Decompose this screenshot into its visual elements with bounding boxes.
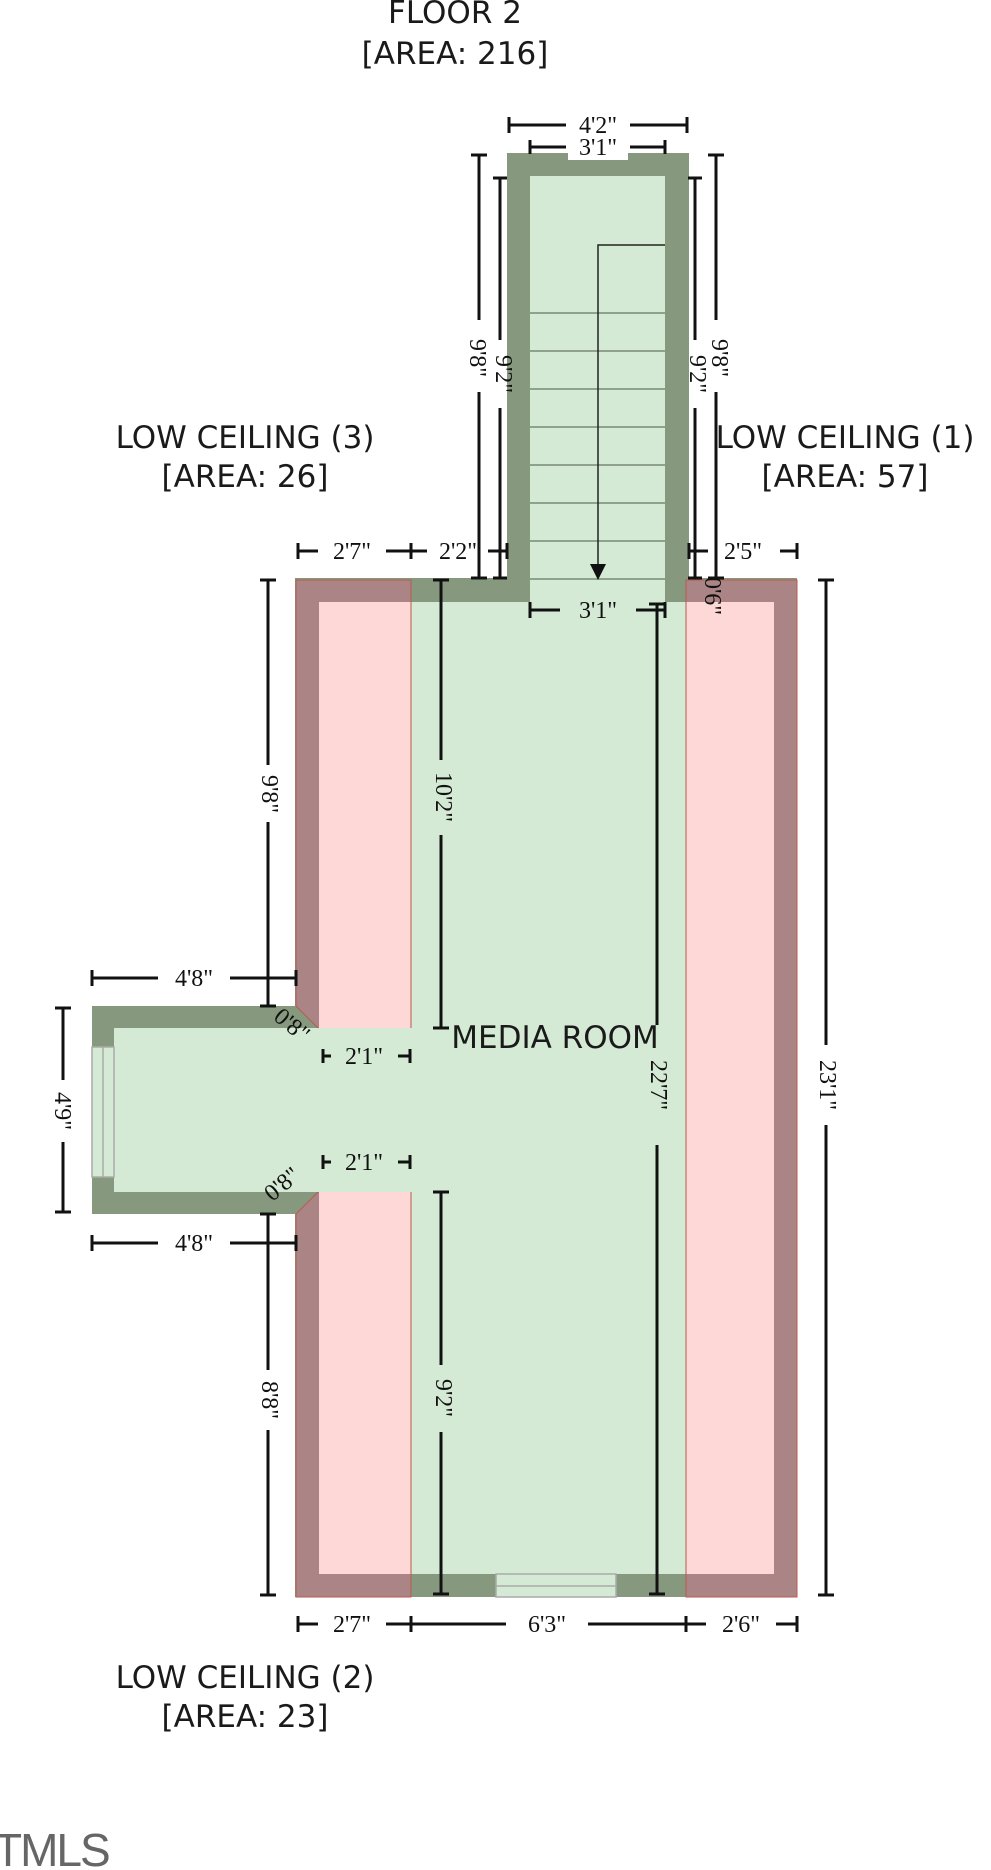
dim-bay-w-top: 4'8" — [90, 966, 298, 992]
media-room-interior — [411, 602, 686, 1574]
svg-text:9'8": 9'8" — [256, 775, 282, 813]
svg-text:6'3": 6'3" — [528, 1612, 566, 1638]
low-ceiling-3-name: LOW CEILING (3) — [116, 420, 375, 456]
dim-inner-upper-h: 10'2" — [430, 578, 456, 1030]
svg-text:23'1": 23'1" — [814, 1060, 840, 1110]
dim-bay-h: 4'9" — [49, 1006, 75, 1214]
dim-top-left-a: 2'7" — [296, 539, 413, 565]
dim-left-lower-h: 8'8" — [256, 1212, 282, 1597]
dim-stair-inner-h-right: 9'2" — [684, 176, 710, 580]
dim-top-left-b: 2'2" — [411, 539, 509, 565]
svg-text:4'8": 4'8" — [175, 966, 213, 992]
low-ceiling-1-name: LOW CEILING (1) — [716, 420, 975, 456]
svg-text:10'2": 10'2" — [430, 772, 456, 822]
low-ceiling-1-area: [AREA: 57] — [762, 459, 929, 495]
lc3-interior — [319, 602, 411, 1028]
svg-text:9'8": 9'8" — [706, 339, 732, 377]
dim-stair-inner-w: 3'1" — [528, 134, 667, 161]
floor-title: FLOOR 2 — [388, 0, 522, 31]
dim-inner-lower-h: 9'2" — [430, 1190, 456, 1596]
svg-text:9'2": 9'2" — [490, 355, 516, 393]
svg-text:9'8": 9'8" — [464, 339, 490, 377]
windows — [91, 1046, 617, 1598]
dim-bottom-b: 6'3" — [411, 1612, 688, 1638]
svg-text:8'8": 8'8" — [256, 1381, 282, 1419]
watermark: TMLS — [0, 1824, 109, 1870]
media-room-label: MEDIA ROOM — [451, 1020, 659, 1056]
svg-text:4'9": 4'9" — [49, 1092, 75, 1130]
svg-text:2'1": 2'1" — [345, 1150, 383, 1176]
stair-arrow-icon — [590, 244, 665, 580]
svg-text:9'2": 9'2" — [430, 1379, 456, 1417]
dim-bay-w-bottom: 4'8" — [90, 1231, 298, 1257]
lc2-interior — [319, 1192, 411, 1574]
svg-text:2'1": 2'1" — [345, 1044, 383, 1070]
svg-text:4'8": 4'8" — [175, 1231, 213, 1257]
dim-bottom-a: 2'7" — [296, 1612, 413, 1638]
svg-text:2'7": 2'7" — [333, 1612, 371, 1638]
svg-text:3'1": 3'1" — [579, 135, 617, 161]
low-ceiling-3-area: [AREA: 26] — [162, 459, 329, 495]
svg-text:2'5": 2'5" — [724, 539, 762, 565]
dim-left-upper-h: 9'8" — [256, 578, 282, 1008]
dim-overall-outer-h: 23'1" — [814, 578, 840, 1597]
bay-interior — [114, 1028, 411, 1192]
dim-top-right: 2'5" — [687, 539, 799, 565]
svg-text:3'1": 3'1" — [579, 598, 617, 624]
dim-stair-outer-h-left: 9'8" — [464, 153, 490, 580]
dim-small-r: 0'6" — [699, 577, 725, 615]
svg-text:2'2": 2'2" — [439, 539, 477, 565]
svg-text:2'7": 2'7" — [333, 539, 371, 565]
low-ceiling-2-name: LOW CEILING (2) — [116, 1660, 375, 1696]
dim-bay-inner-top: 2'1" — [321, 1044, 412, 1070]
dim-stair-outer-h-right: 9'8" — [706, 153, 732, 580]
dim-bay-inner-bottom: 2'1" — [321, 1150, 412, 1176]
lc1-interior — [686, 602, 774, 1574]
floor-area: [AREA: 216] — [362, 36, 549, 72]
svg-text:9'2": 9'2" — [684, 355, 710, 393]
dim-bottom-c: 2'6" — [686, 1612, 799, 1638]
svg-text:22'7": 22'7" — [645, 1060, 671, 1110]
svg-text:2'6": 2'6" — [722, 1612, 760, 1638]
low-ceiling-2-area: [AREA: 23] — [162, 1699, 329, 1735]
dim-overall-inner-h: 22'7" — [645, 602, 671, 1596]
